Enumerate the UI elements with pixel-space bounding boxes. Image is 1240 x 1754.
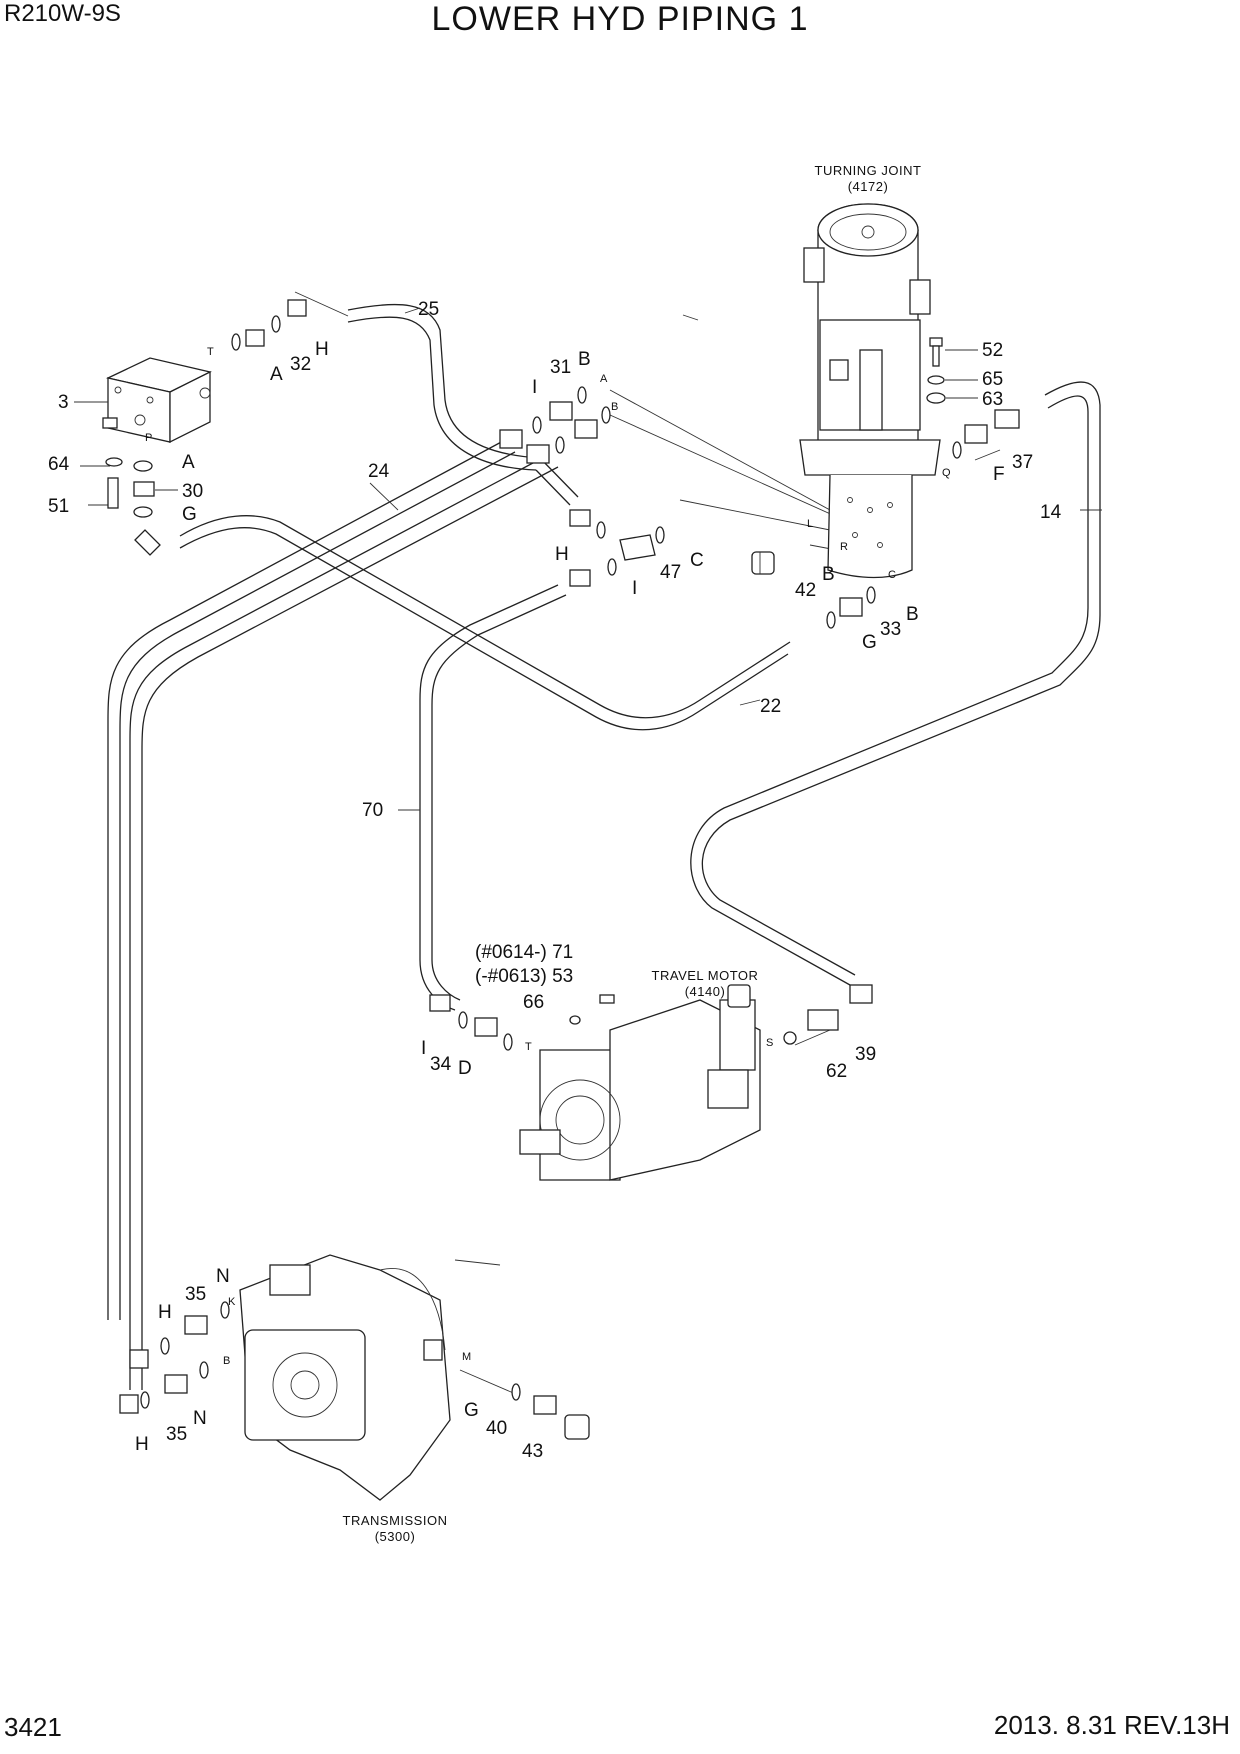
small-port-c: C [888,569,896,581]
port-label-b1: B [578,349,591,370]
hose-14 [690,381,1101,986]
transmission-5300 [239,1254,451,1501]
part-label-3: 3 [58,392,69,413]
port-label-h2: H [555,544,569,565]
part-label-22: 22 [760,696,781,717]
hose-25 [347,303,579,506]
fittings-top [231,299,307,351]
part-label-42: 42 [795,580,816,601]
port-label-n2: N [193,1408,207,1429]
turning-joint-label: TURNING JOINT [815,163,922,178]
small-port-b4: B [223,1355,230,1367]
small-port-a: A [600,373,608,385]
part-label-30: 30 [182,481,203,502]
fittings-motor [429,984,873,1051]
small-port-m: M [462,1351,471,1363]
part-label-47: 47 [660,562,681,583]
part-label-63: 63 [982,389,1003,410]
travel-motor-label: TRAVEL MOTOR [652,968,759,983]
brake-valve-3 [102,357,212,444]
part-label-24: 24 [368,461,390,482]
port-label-n1: N [216,1266,230,1287]
fittings-33 [826,586,876,629]
part-label-32: 32 [290,354,311,375]
transmission-code: (5300) [375,1529,416,1544]
tee-fitting-47 [569,509,665,587]
part-number-labels: 3 64 51 30 32 25 24 31 52 65 63 37 14 47… [48,299,1062,1462]
fittings-37 [952,409,1020,459]
page-number: 3421 [4,1712,62,1742]
part-label-33: 33 [880,619,901,640]
washer-65 [927,375,945,385]
small-port-b: B [611,401,618,413]
small-port-letters: T P A B Q L R C T S K B M [145,346,951,1367]
small-port-p1: P [145,432,152,444]
part-label-71: (#0614-) 71 [475,942,573,963]
part-label-35b: 35 [166,1424,187,1445]
port-label-f1: F [993,464,1005,485]
part-label-25: 25 [418,299,439,320]
port-label-h1: H [315,339,329,360]
part-label-52: 52 [982,340,1003,361]
port-label-b3: B [906,604,919,625]
part-label-66: 66 [523,992,544,1013]
port-letter-labels: A A G H B I C H B I F G B I D N N H H G [135,339,1005,1455]
turning-joint-4172 [799,203,941,579]
fittings-31 [499,386,611,464]
part-label-51: 51 [48,496,69,517]
part-label-65: 65 [982,369,1003,390]
port-label-c1: C [690,550,704,571]
port-label-g3: G [464,1400,479,1421]
small-port-t1: T [207,346,214,358]
port-label-i2: I [632,578,637,599]
port-label-a1: A [270,364,283,385]
transmission-label: TRANSMISSION [343,1513,448,1528]
bolt-52 [929,337,943,367]
part-label-43: 43 [522,1441,543,1462]
port-label-d1: D [458,1058,472,1079]
port-label-g2: G [862,632,877,653]
port-label-g1: G [182,504,197,525]
travel-motor-4140 [519,984,761,1181]
port-label-i1: I [532,377,537,398]
port-label-i3: I [421,1038,426,1059]
part-label-64: 64 [48,454,70,475]
washer-63 [926,392,946,404]
part-label-31: 31 [550,357,571,378]
part-label-37: 37 [1012,452,1033,473]
date-revision: 2013. 8.31 REV.13H [993,1710,1230,1740]
small-port-q: Q [942,467,951,479]
port-label-h3: H [158,1302,172,1323]
port-label-h4: H [135,1434,149,1455]
leader-lines [80,291,1102,1396]
small-port-s: S [766,1037,773,1049]
port-label-b2: B [822,564,835,585]
part-label-40: 40 [486,1418,507,1439]
part-label-35a: 35 [185,1284,206,1305]
model-number: R210W-9S [4,0,121,27]
small-port-t2: T [525,1041,532,1053]
small-port-l: L [807,518,813,530]
port-label-a2: A [182,452,195,473]
part-label-70: 70 [362,800,383,821]
part-label-62: 62 [826,1061,847,1082]
hose-24 [107,439,559,1390]
page-title: LOWER HYD PIPING 1 [431,0,809,38]
part-label-34: 34 [430,1054,452,1075]
plug-42 [751,551,775,575]
travel-motor-code: (4140) [685,984,726,999]
part-label-39: 39 [855,1044,876,1065]
fittings-valve [105,457,161,556]
fittings-transmission [119,1301,590,1440]
hose-22 [179,515,791,731]
small-port-k: K [228,1296,236,1308]
part-label-53: (-#0613) 53 [475,966,573,987]
part-label-14: 14 [1040,502,1062,523]
turning-joint-code: (4172) [848,179,889,194]
small-port-r: R [840,541,848,553]
